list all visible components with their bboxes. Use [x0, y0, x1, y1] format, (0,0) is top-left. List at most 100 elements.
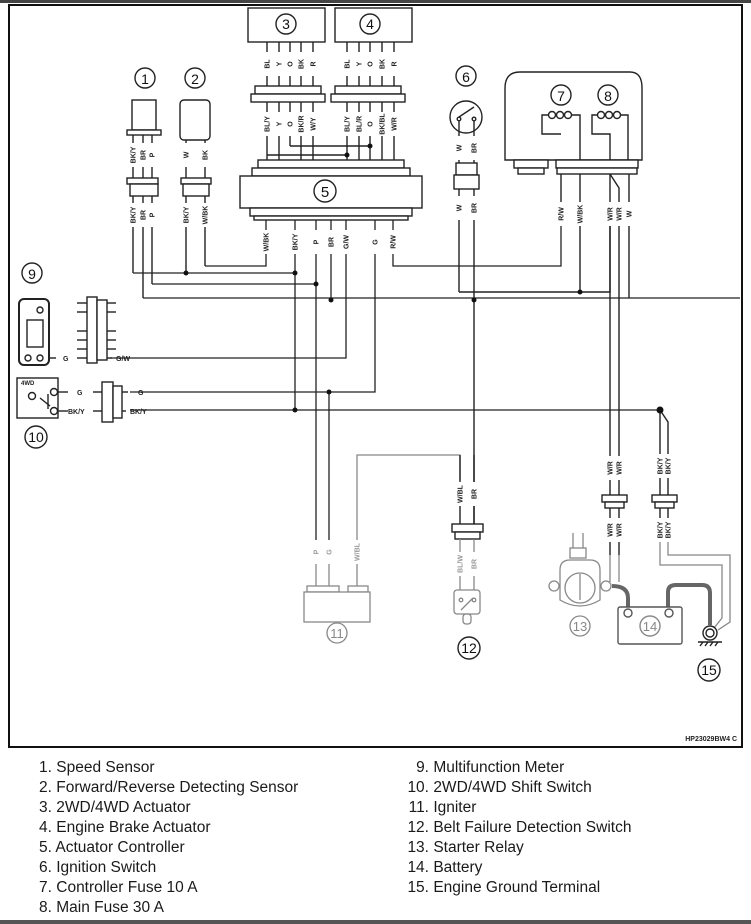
wire-color-label: BK/Y: [666, 457, 673, 474]
junction: [326, 389, 332, 395]
legend-item-9: 9. Multifunction Meter: [416, 759, 565, 776]
wire-label-bg: [139, 203, 147, 227]
wire-label-bg: [325, 540, 333, 564]
wire-label-bg: [366, 112, 374, 136]
wire-label-bg: [606, 202, 614, 226]
wire-color-label: Y: [277, 121, 284, 126]
wire-label-bg: [275, 112, 283, 136]
junction: [656, 406, 664, 414]
wire-color-label: BL/Y: [345, 116, 352, 132]
top-edge: [0, 0, 751, 3]
wire-label-bg: [286, 112, 294, 136]
wire-label-bg: [470, 482, 478, 506]
legend-item-12: 12. Belt Failure Detection Switch: [407, 819, 632, 836]
legend-item-15: 15. Engine Ground Terminal: [407, 879, 601, 896]
wire-color-label: O: [288, 121, 295, 127]
component-9-meter: [18, 262, 116, 366]
wire-label-bg: [129, 203, 137, 227]
wire-color-label: P: [314, 239, 321, 244]
wire-label-bg: [201, 203, 209, 227]
wire-label-bg: [606, 518, 614, 542]
wire-color-label: BL/R: [357, 116, 364, 132]
wire-color-label: G/W: [344, 235, 351, 249]
wire-color-label: BR: [472, 203, 479, 213]
wire-label-bg: [355, 52, 363, 76]
wire-label-bg: [309, 112, 317, 136]
wire-color-label: BK/Y: [131, 146, 138, 163]
junction: [367, 143, 373, 149]
junction: [292, 407, 298, 413]
marker-10: 10: [28, 429, 44, 445]
wire-color-label: BK/BL: [380, 113, 387, 135]
wire-color-label: BK: [299, 59, 306, 69]
legend-item-10: 10. 2WD/4WD Shift Switch: [407, 779, 592, 796]
wire-color-label: BK/Y: [658, 457, 665, 474]
wire-label-bg: [456, 482, 464, 506]
wire-color-label: W/R: [608, 523, 615, 537]
wire-color-label: R/W: [391, 235, 398, 249]
junction: [328, 297, 334, 303]
wire-color-label: W/R: [392, 117, 399, 131]
wire-color-label: W/BK: [264, 233, 271, 252]
wire-label-bg: [371, 230, 379, 254]
wire-color-label: W/R: [608, 461, 615, 475]
wire-color-label: BK: [203, 150, 210, 160]
component-13-starter-relay: [548, 533, 620, 637]
wire-label-10-g2: G: [138, 390, 144, 397]
wire-color-label: P: [150, 212, 157, 217]
wire-label-bg: [182, 203, 190, 227]
wire-color-label: BK/Y: [658, 521, 665, 538]
legend-item-13: 13. Starter Relay: [407, 839, 524, 856]
component-12-body: [453, 539, 481, 625]
wire-label-bg: [262, 230, 270, 254]
component-10-shift-switch: [16, 377, 128, 449]
wire-label-bg: [312, 230, 320, 254]
wire-label-bg: [309, 52, 317, 76]
legend-right: 9. Multifunction Meter 10. 2WD/4WD Shift…: [403, 758, 631, 898]
wire-label-bg: [366, 52, 374, 76]
wire-label-bg: [378, 52, 386, 76]
wire-label-bg: [470, 136, 478, 160]
wire-label-bg: [615, 202, 623, 226]
wire-label-bg: [343, 52, 351, 76]
wire-label-bg: [182, 143, 190, 167]
wire-color-label: W/R: [617, 207, 624, 221]
marker-3: 3: [282, 16, 290, 32]
component-4-actuator: [267, 7, 413, 160]
wire-color-label: BK/R: [299, 115, 306, 132]
wire-color-label: W/BL: [458, 484, 465, 503]
wire-color-label: Y: [357, 61, 364, 66]
wire-color-label: BK/Y: [666, 521, 673, 538]
marker-7: 7: [557, 88, 565, 104]
marker-5: 5: [321, 184, 329, 201]
legend-item-1: 1. Speed Sensor: [39, 759, 155, 776]
legend-item-5: 5. Actuator Controller: [39, 839, 185, 856]
wire-label-10-bky2: BK/Y: [130, 409, 147, 416]
wire-label-bg: [201, 143, 209, 167]
wire-color-label: W: [457, 204, 464, 211]
wire-color-label: BR: [141, 210, 148, 220]
wire-label-bg: [576, 202, 584, 226]
wire-label-10-g: G: [77, 390, 83, 397]
wire-color-label: W/Y: [311, 117, 318, 131]
legend-item-14: 14. Battery: [407, 859, 483, 876]
wire-color-label: W/R: [617, 523, 624, 537]
wire-color-label: O: [368, 61, 375, 67]
wire-label-9-gw: G/W: [116, 356, 130, 363]
wire-color-label: W/R: [608, 207, 615, 221]
legend-item-11: 11. Igniter: [408, 799, 477, 816]
junction: [471, 297, 477, 303]
wire-label-bg: [656, 518, 664, 542]
junction: [344, 152, 350, 158]
fuse-box-7-8: [504, 71, 643, 490]
wire-color-label: P: [150, 152, 157, 157]
wire-color-label: W/R: [617, 461, 624, 475]
wire-color-label: BR: [472, 143, 479, 153]
wire-label-bg: [557, 202, 565, 226]
wire-label-bg: [470, 552, 478, 576]
wire-label-bg: [129, 143, 137, 167]
wire-color-label: BL: [265, 59, 272, 69]
wire-color-label: R: [392, 61, 399, 66]
marker-9: 9: [28, 266, 36, 282]
wire-color-label: R/W: [559, 207, 566, 221]
